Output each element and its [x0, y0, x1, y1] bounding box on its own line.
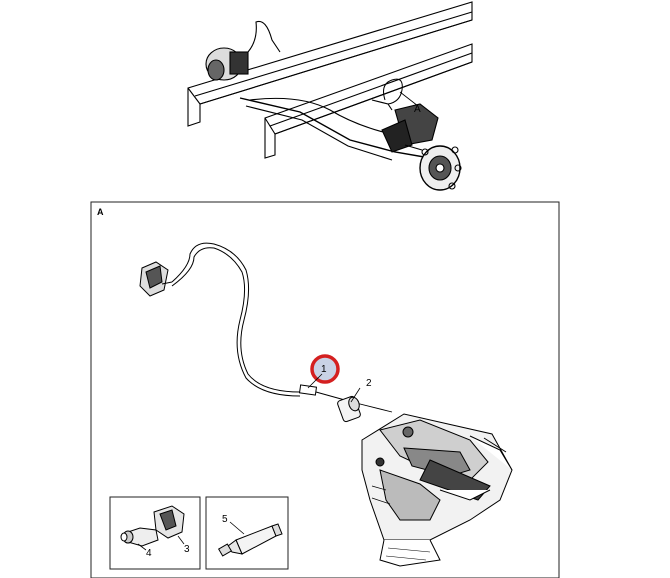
callout-4-label: 4: [146, 548, 152, 559]
brake-caliper-icon: [361, 413, 513, 567]
callout-1-highlight[interactable]: [307, 354, 340, 389]
callout-3-label: 3: [184, 544, 190, 555]
right-hub-icon: [381, 103, 462, 191]
grease-tube-icon: [217, 523, 283, 557]
callout-top-a: A: [414, 104, 421, 115]
callout-2-label: 2: [366, 378, 372, 389]
callout-5-label: 5: [222, 514, 228, 525]
detail-a-label: A: [97, 207, 104, 217]
wheel-speed-sensor-icon: [139, 242, 393, 413]
left-hub-icon: [205, 20, 281, 81]
sensor-bushing-icon: [337, 395, 361, 423]
inset-grease-tube: 5: [205, 496, 289, 570]
inset-connector-clip: 3 4: [109, 496, 201, 570]
detail-a-frame: [90, 201, 560, 578]
callout-1-label: 1: [321, 364, 327, 375]
connector-clip-icon: [120, 505, 185, 547]
axle-assembly-illustration: [187, 1, 473, 191]
